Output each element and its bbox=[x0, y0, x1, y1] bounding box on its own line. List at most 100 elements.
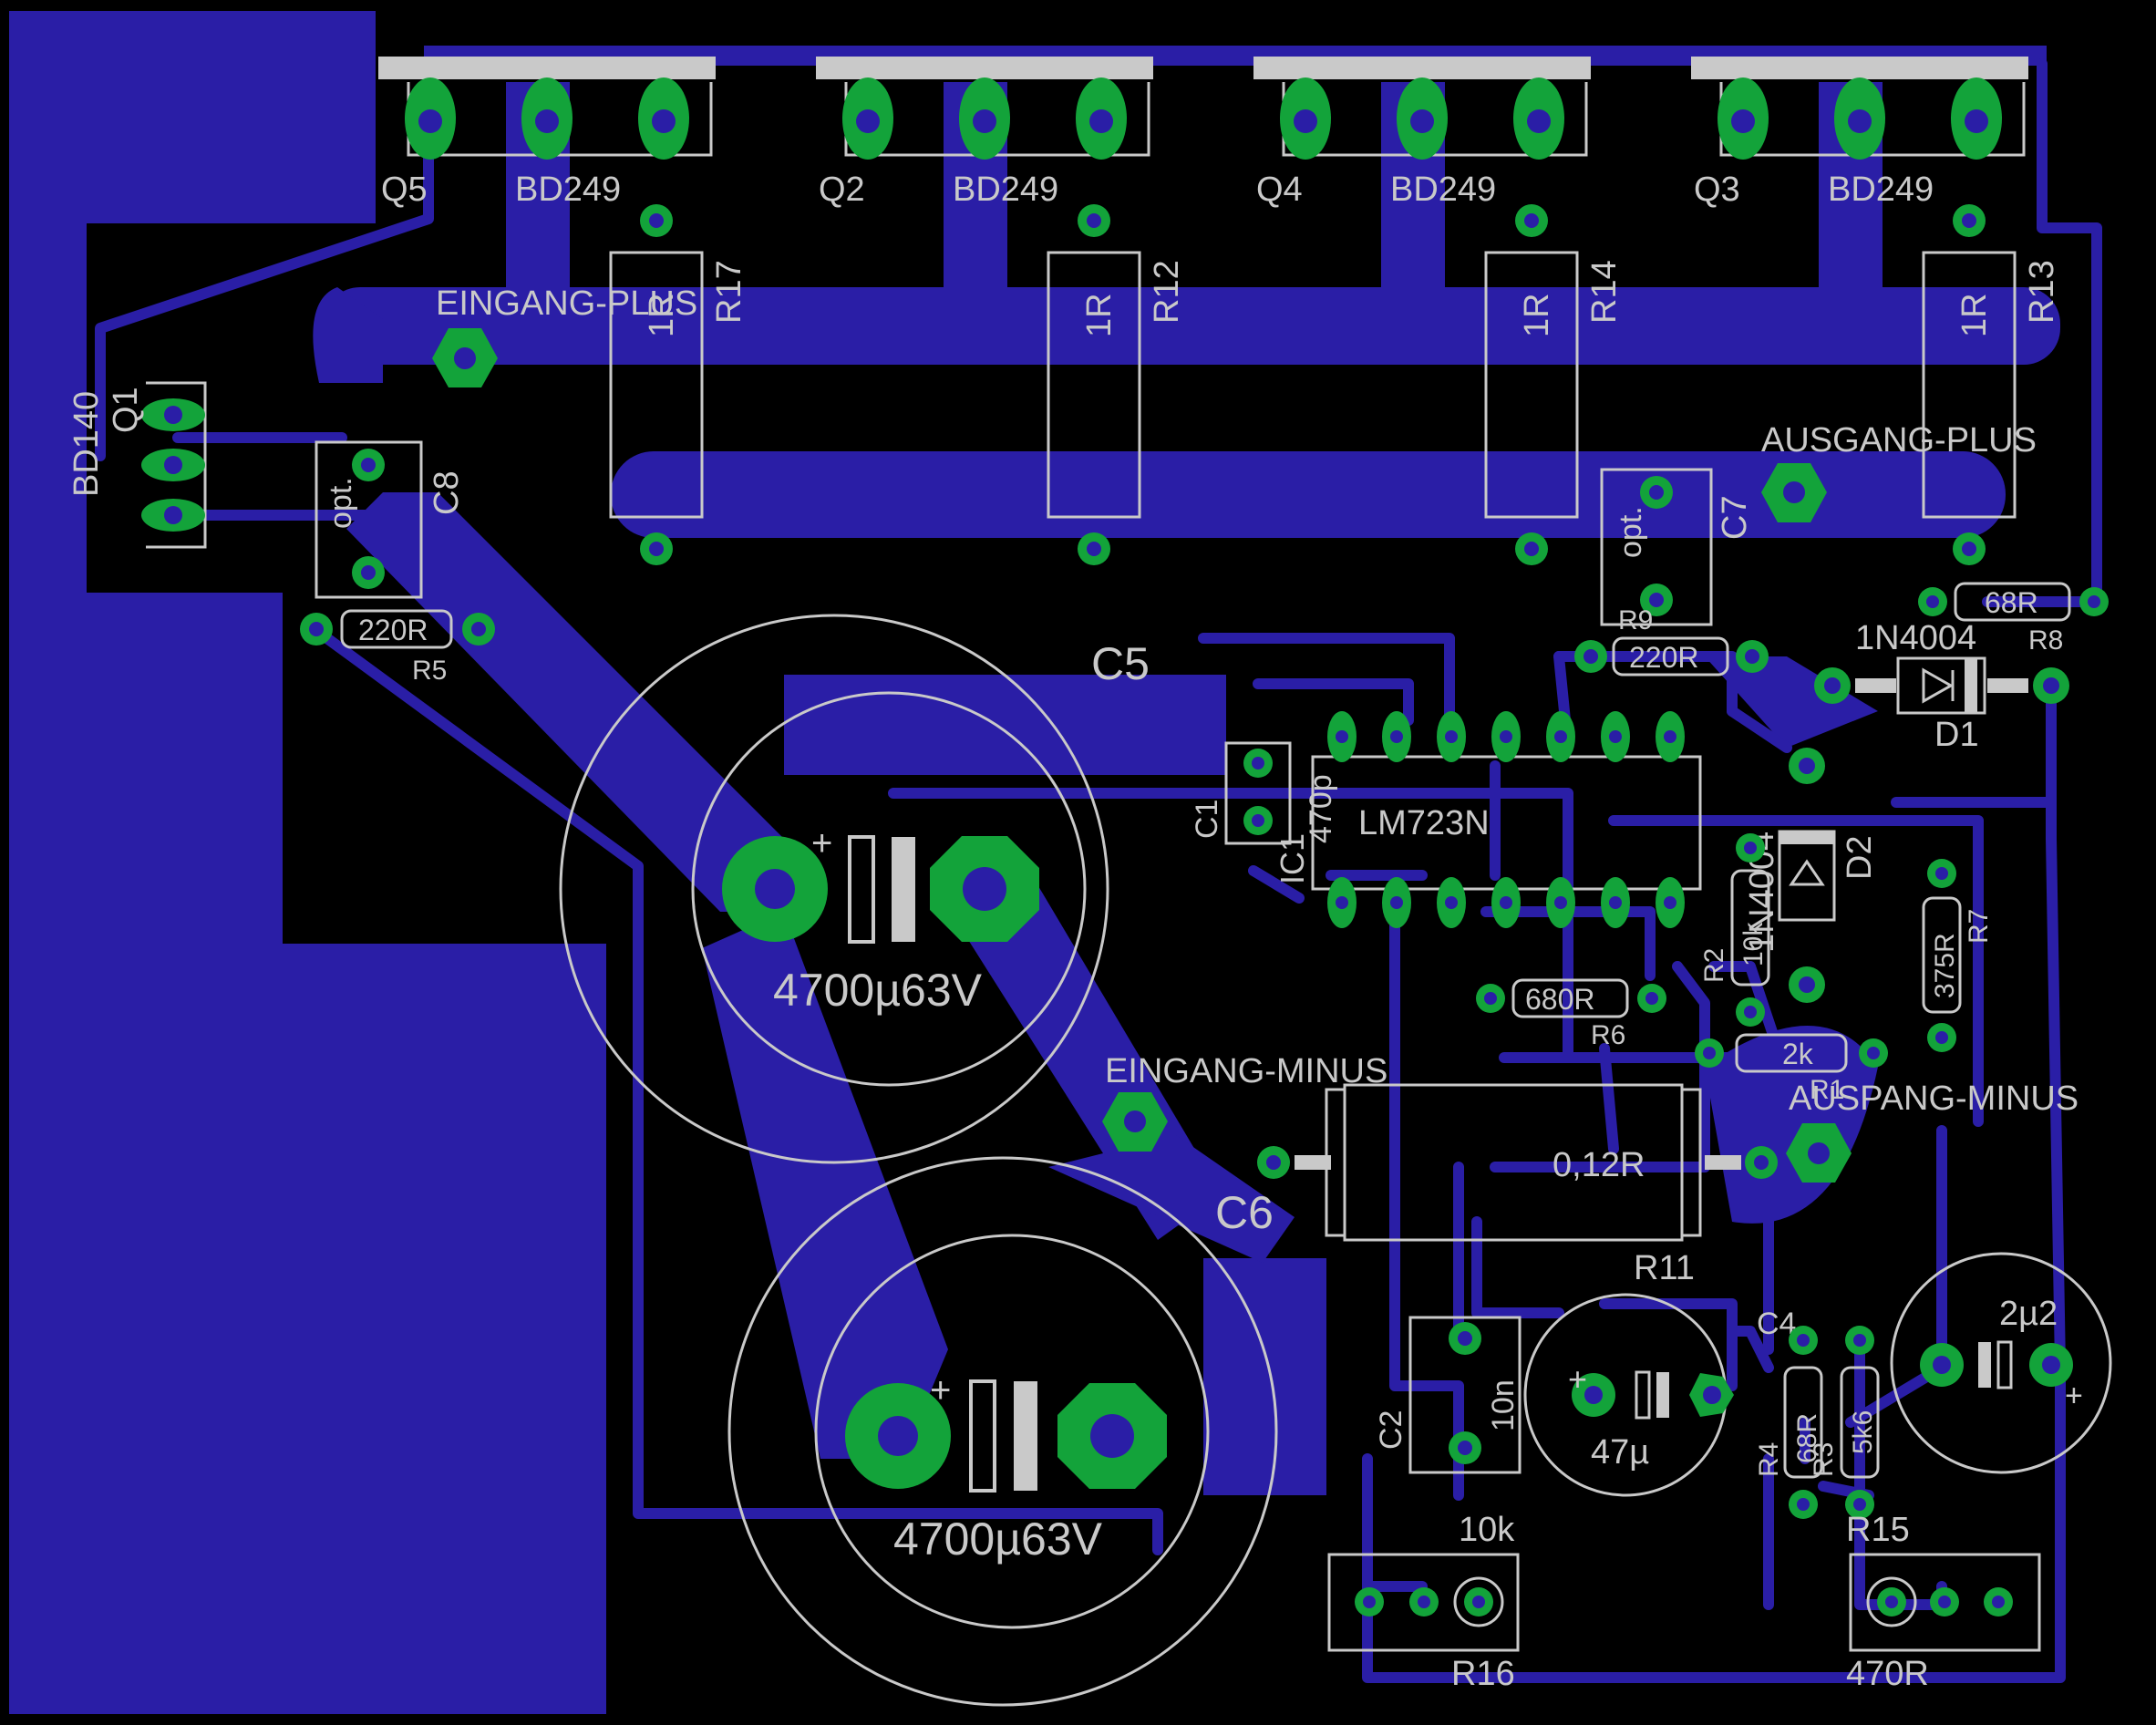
c47-value: 47µ bbox=[1591, 1433, 1649, 1472]
terminal-ausgang-plus: AUSGANG-PLUS bbox=[1761, 421, 2037, 522]
r6-value: 680R bbox=[1525, 983, 1595, 1016]
d1-ref: D1 bbox=[1934, 716, 1979, 754]
q2-value: BD249 bbox=[953, 170, 1058, 209]
resistor-r11: 0,12R R11 bbox=[1257, 1083, 1778, 1287]
resistor-r17: 1R R17 bbox=[609, 204, 748, 565]
transistor-q1: BD140 Q1 bbox=[67, 381, 207, 549]
r1-ref: R1 bbox=[1810, 1075, 1844, 1105]
c8-value: opt. bbox=[324, 477, 358, 529]
q1-value: BD140 bbox=[67, 391, 106, 497]
r17-value: 1R bbox=[643, 293, 681, 337]
c1-ref: C1 bbox=[1190, 800, 1224, 839]
resistor-r8: 68R R8 bbox=[1918, 582, 2109, 656]
svg-text:+: + bbox=[930, 1370, 951, 1410]
resistor-r7: 375R R7 bbox=[1922, 859, 1994, 1052]
svg-text:+: + bbox=[1568, 1360, 1587, 1398]
q5-ref: Q5 bbox=[381, 170, 428, 209]
c6-value: 4700µ63V bbox=[893, 1513, 1103, 1565]
c6-ref: C6 bbox=[1215, 1187, 1274, 1238]
resistor-r1: 2k R1 bbox=[1695, 1033, 1888, 1105]
resistor-r12: 1R R12 bbox=[1047, 204, 1186, 565]
diode-d1: 1N4004 D1 bbox=[1814, 619, 2069, 754]
resistor-r14: 1R R14 bbox=[1484, 204, 1624, 565]
r8-value: 68R bbox=[1985, 586, 2038, 619]
capacitor-c5: + C5 4700µ63V bbox=[559, 614, 1150, 1164]
transistor-q3: Q3 BD249 bbox=[1691, 57, 2028, 209]
c1-value: 470p bbox=[1304, 774, 1338, 843]
q2-ref: Q2 bbox=[819, 170, 865, 209]
c8-ref: C8 bbox=[428, 470, 466, 515]
ausgang-plus-label: AUSGANG-PLUS bbox=[1761, 421, 2037, 460]
resistor-r9: 220R R9 bbox=[1574, 605, 1769, 677]
auspang-minus-label: AUSPANG-MINUS bbox=[1789, 1079, 2079, 1118]
q5-value: BD249 bbox=[515, 170, 621, 209]
r8-ref: R8 bbox=[2028, 625, 2063, 656]
c2-value: 10n bbox=[1486, 1379, 1521, 1431]
terminal-eingang-minus: EINGANG-MINUS bbox=[1102, 1052, 1387, 1152]
terminal-auspang-minus: AUSPANG-MINUS bbox=[1786, 1079, 2079, 1183]
c5-value: 4700µ63V bbox=[773, 965, 983, 1016]
resistor-r6: 680R R6 bbox=[1476, 978, 1666, 1050]
c7-ref: C7 bbox=[1716, 495, 1754, 540]
r11-ref: R11 bbox=[1634, 1249, 1695, 1287]
c5-ref: C5 bbox=[1091, 638, 1150, 689]
resistor-r2: 10k R2 bbox=[1699, 833, 1770, 1027]
r13-ref: R13 bbox=[2023, 260, 2061, 324]
r15-value: 470R bbox=[1846, 1655, 1929, 1693]
capacitor-c1: C1 470p bbox=[1190, 741, 1338, 845]
r6-ref: R6 bbox=[1591, 1020, 1625, 1050]
trimmer-r15: R15 470R bbox=[1846, 1511, 2041, 1693]
trimmer-r16: 10k R16 bbox=[1327, 1511, 1520, 1693]
q4-value: BD249 bbox=[1390, 170, 1496, 209]
terminal-eingang-plus: EINGANG-PLUS bbox=[432, 284, 697, 387]
r14-value: 1R bbox=[1518, 293, 1556, 337]
r5-value: 220R bbox=[358, 614, 428, 646]
capacitor-47u: + 47µ bbox=[1523, 1293, 1734, 1497]
signal-traces bbox=[95, 58, 2102, 1683]
d2-ref: D2 bbox=[1841, 835, 1879, 880]
q4-ref: Q4 bbox=[1256, 170, 1303, 209]
r4-ref: R4 bbox=[1754, 1442, 1784, 1477]
resistor-r3: 5k6 R3 bbox=[1809, 1326, 1880, 1519]
ic1-ref: IC1 bbox=[1274, 833, 1311, 884]
r12-ref: R12 bbox=[1148, 260, 1186, 324]
r15-ref: R15 bbox=[1846, 1511, 1910, 1549]
c7-value: opt. bbox=[1614, 506, 1648, 558]
svg-text:+: + bbox=[811, 823, 832, 863]
q1-ref: Q1 bbox=[107, 387, 145, 433]
eingang-minus-label: EINGANG-MINUS bbox=[1105, 1052, 1387, 1090]
r9-value: 220R bbox=[1629, 641, 1699, 674]
capacitor-c2: C2 10n bbox=[1374, 1316, 1522, 1474]
r12-value: 1R bbox=[1080, 293, 1119, 337]
resistor-r4: 68R R4 bbox=[1754, 1326, 1823, 1519]
r7-ref: R7 bbox=[1964, 909, 1994, 944]
transistor-q2: Q2 BD249 bbox=[816, 57, 1153, 209]
d1-value: 1N4004 bbox=[1855, 619, 1976, 657]
capacitor-c6: + C6 4700µ63V bbox=[727, 1156, 1278, 1707]
r13-value: 1R bbox=[1955, 293, 1994, 337]
eingang-plus-label: EINGANG-PLUS bbox=[436, 284, 697, 323]
q3-value: BD249 bbox=[1828, 170, 1934, 209]
svg-text:+: + bbox=[2065, 1379, 2083, 1413]
c2-ref: C2 bbox=[1374, 1410, 1408, 1450]
transistor-q4: Q4 BD249 bbox=[1253, 57, 1591, 209]
r11-value: 0,12R bbox=[1553, 1146, 1645, 1184]
capacitor-c8: opt. C8 bbox=[315, 440, 466, 599]
capacitor-c4: + 2µ2 C4 bbox=[1757, 1252, 2112, 1474]
resistor-r13: 1R R13 bbox=[1922, 204, 2061, 565]
r5-ref: R5 bbox=[412, 656, 447, 686]
r2-ref: R2 bbox=[1699, 948, 1729, 983]
r2-value: 10k bbox=[1738, 922, 1769, 966]
ic1-value: LM723N bbox=[1358, 804, 1490, 842]
r3-value: 5k6 bbox=[1848, 1410, 1878, 1454]
r17-ref: R17 bbox=[710, 260, 748, 324]
r3-ref: R3 bbox=[1809, 1442, 1839, 1477]
transistor-q5: Q5 BD249 bbox=[378, 57, 716, 209]
r14-ref: R14 bbox=[1585, 260, 1624, 324]
q3-ref: Q3 bbox=[1694, 170, 1740, 209]
r16-value: 10k bbox=[1459, 1511, 1515, 1549]
c4-value: 2µ2 bbox=[1999, 1295, 2058, 1333]
r9-ref: R9 bbox=[1618, 605, 1653, 635]
